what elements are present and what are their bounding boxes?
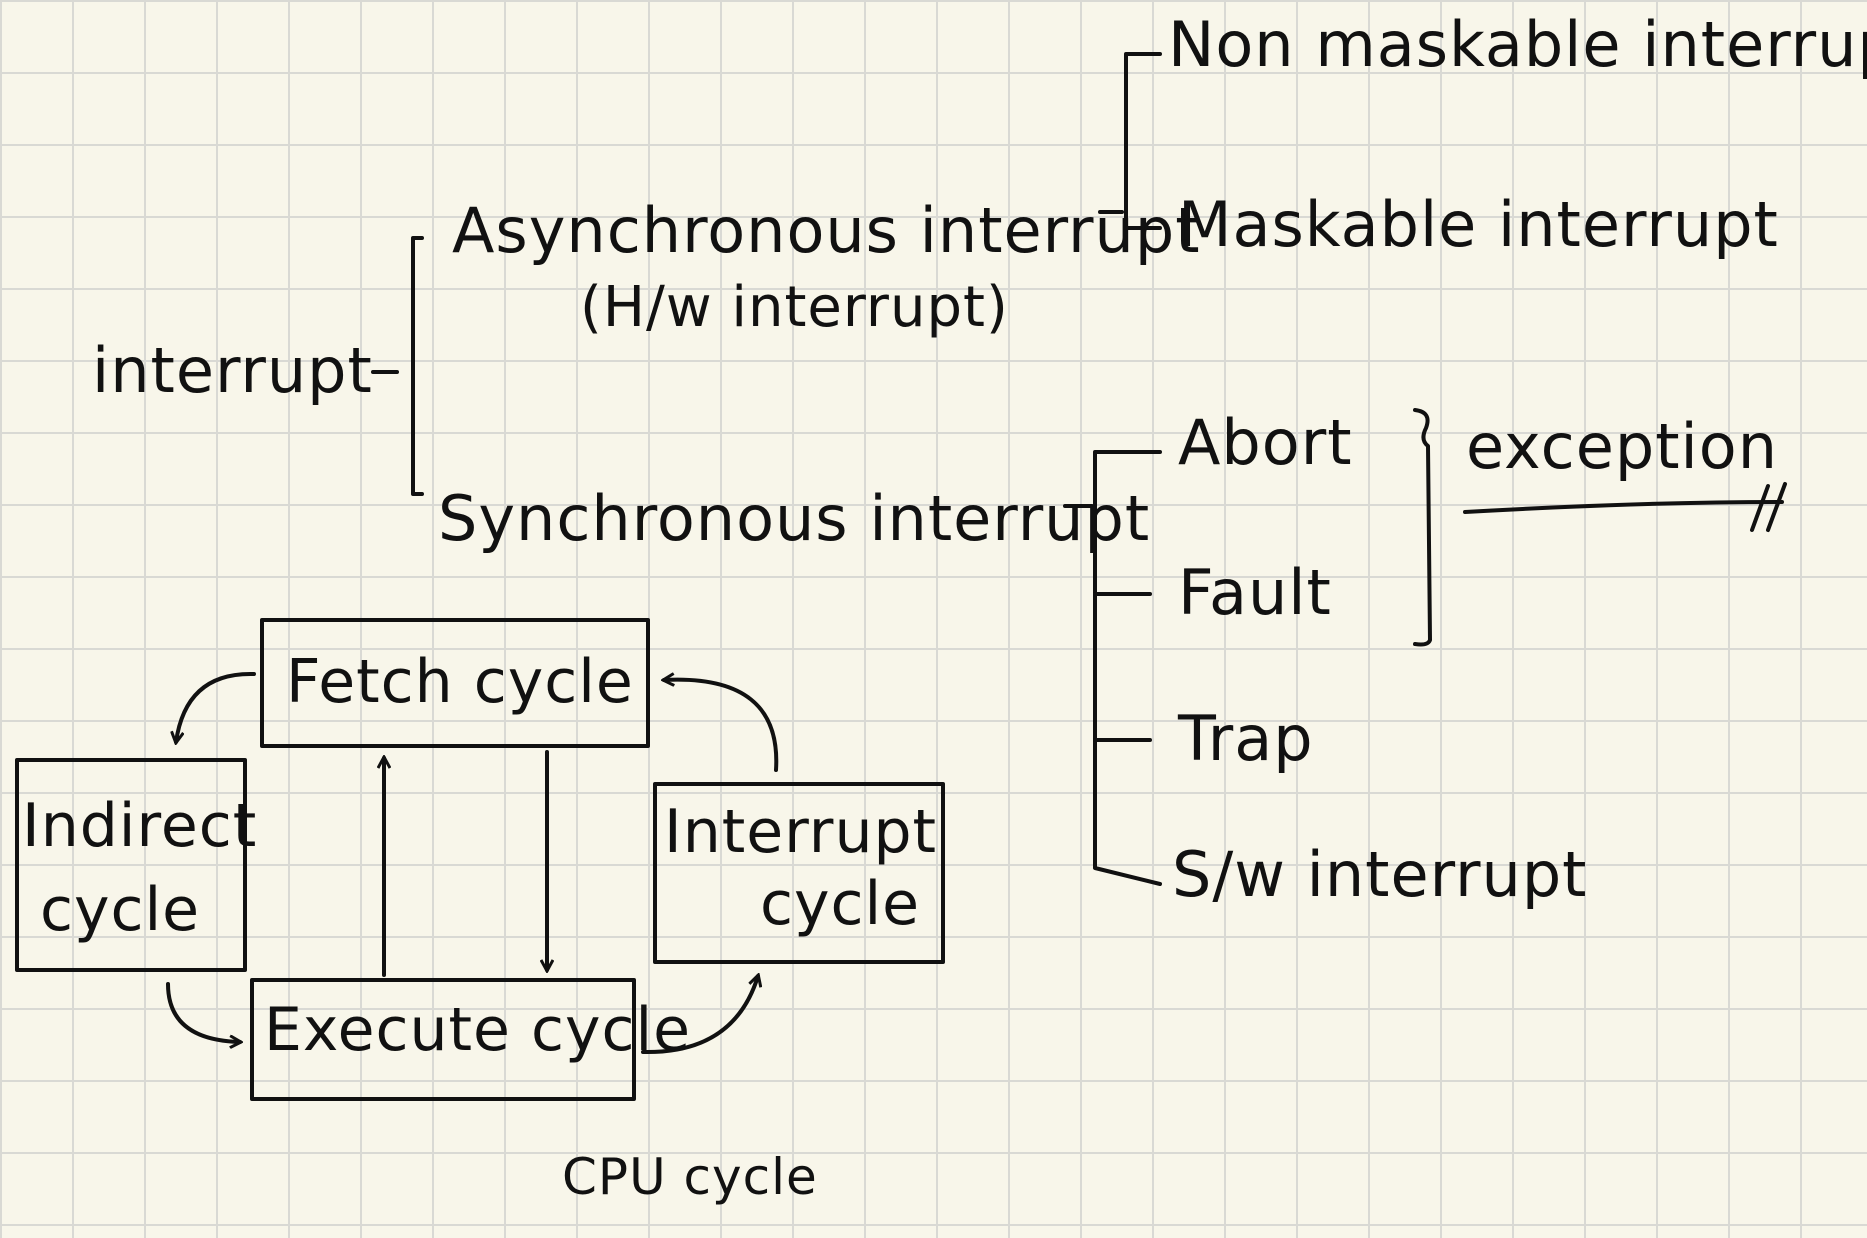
exception-underline	[1463, 500, 1784, 514]
synchronous-interrupt-label: Synchronous interrupt	[438, 482, 1151, 555]
sw-interrupt-label: S/w interrupt	[1172, 838, 1588, 911]
execute-cycle-label: Execute cycle	[264, 995, 692, 1065]
hw-interrupt-label: (H/w interrupt)	[580, 275, 1009, 340]
root-bracket	[411, 236, 424, 496]
fetch-cycle-box	[260, 618, 650, 748]
interrupt-cycle-line1: Interrupt	[664, 797, 938, 867]
sync-bracket	[1093, 450, 1162, 886]
non-maskable-interrupt-label: Non maskable interrupt	[1168, 8, 1867, 81]
execute-to-interrupt-arrow	[641, 976, 758, 1055]
async-bracket	[1124, 52, 1162, 230]
indirect-cycle-box	[15, 758, 247, 972]
fault-label: Fault	[1178, 556, 1332, 629]
indirect-to-execute-arrow	[166, 982, 240, 1042]
interrupt-cycle-line2: cycle	[760, 869, 921, 939]
interrupt-to-fetch-arrow	[664, 680, 779, 772]
exception-strike-2	[1766, 482, 1787, 532]
trap-label: Trap	[1178, 702, 1314, 775]
exception-brace	[1413, 408, 1432, 647]
asynchronous-interrupt-label: Asynchronous interrupt	[452, 194, 1201, 267]
execute-cycle-box	[250, 978, 636, 1101]
indirect-cycle-line1: Indirect	[22, 791, 258, 861]
abort-label: Abort	[1178, 406, 1353, 479]
fetch-to-indirect-arrow	[176, 671, 256, 742]
root-label: interrupt	[92, 334, 373, 407]
exception-strike-1	[1750, 484, 1770, 532]
fetch-cycle-label: Fetch cycle	[286, 647, 634, 717]
indirect-cycle-line2: cycle	[40, 875, 201, 945]
cpu-cycle-caption: CPU cycle	[562, 1148, 818, 1206]
interrupt-cycle-box	[653, 782, 945, 964]
maskable-interrupt-label: Maskable interrupt	[1178, 188, 1779, 261]
exception-label: exception	[1466, 410, 1779, 483]
